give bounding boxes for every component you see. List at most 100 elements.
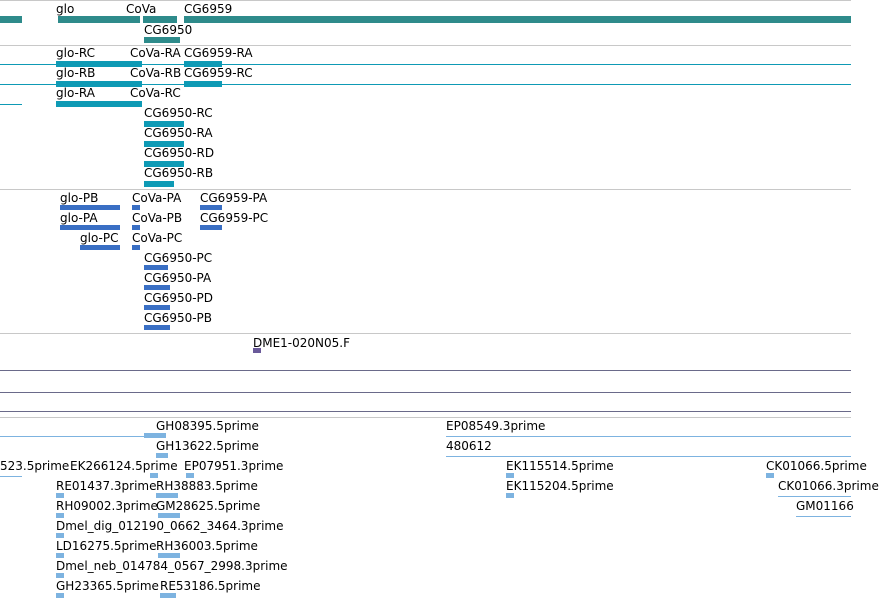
est-label[interactable]: EP07951.3prime <box>184 459 284 473</box>
est-glyph[interactable] <box>506 473 514 478</box>
est-label[interactable]: LD16275.5prime <box>56 539 157 553</box>
est-glyph[interactable] <box>506 493 514 498</box>
transcript-label-glo-rb[interactable]: glo-RB <box>56 66 96 80</box>
transcript-exon-cg6950-rc[interactable] <box>144 121 184 127</box>
transcript-label-cova-ra[interactable]: CoVa-RA <box>130 46 181 60</box>
est-line <box>446 456 851 457</box>
protein-glyph-cova-pc[interactable] <box>132 245 140 250</box>
est-glyph[interactable] <box>56 593 64 598</box>
protein-label-cg6950-pd[interactable]: CG6950-PD <box>144 291 214 305</box>
gene-glyph-cova[interactable] <box>143 16 177 23</box>
est-glyph[interactable] <box>156 453 168 458</box>
transcript-exon-cg6959-ra[interactable] <box>184 61 222 67</box>
protein-glyph-glo-pb[interactable] <box>60 205 120 210</box>
track-separator <box>0 417 851 418</box>
transcript-label-cg6950-rb[interactable]: CG6950-RB <box>144 166 214 180</box>
transcript-label-cova-rc[interactable]: CoVa-RC <box>130 86 181 100</box>
protein-glyph-glo-pc[interactable] <box>80 245 120 250</box>
protein-glyph-cg6959-pa[interactable] <box>200 205 222 210</box>
est-glyph[interactable] <box>150 473 158 478</box>
protein-glyph-cova-pb[interactable] <box>132 225 140 230</box>
est-label[interactable]: GM28625.5prime <box>156 499 261 513</box>
transcript-label-glo-ra[interactable]: glo-RA <box>56 86 95 100</box>
transcript-label-cg6959-ra[interactable]: CG6959-RA <box>184 46 253 60</box>
protein-glyph-cova-pa[interactable] <box>132 205 140 210</box>
est-label[interactable]: RH09002.3prime <box>56 499 158 513</box>
est-glyph[interactable] <box>56 533 64 538</box>
est-label[interactable]: GM01166 <box>796 499 854 513</box>
protein-label-cg6950-pa[interactable]: CG6950-PA <box>144 271 212 285</box>
est-glyph[interactable] <box>144 433 166 438</box>
clone-glyph[interactable] <box>253 348 261 353</box>
gene-label-cova[interactable]: CoVa <box>126 2 157 16</box>
transcript-exon-glo-rb[interactable] <box>56 81 142 87</box>
protein-label-cg6950-pc[interactable]: CG6950-PC <box>144 251 213 265</box>
track-separator-dark <box>0 411 851 412</box>
protein-glyph-cg6950-pd[interactable] <box>144 305 170 310</box>
protein-glyph-cg6950-pb[interactable] <box>144 325 170 330</box>
transcript-label-cg6950-ra[interactable]: CG6950-RA <box>144 126 213 140</box>
est-glyph[interactable] <box>56 553 64 558</box>
est-glyph[interactable] <box>56 493 64 498</box>
est-glyph[interactable] <box>158 513 180 518</box>
est-label[interactable]: EK115514.5prime <box>506 459 614 473</box>
protein-label-glo-pa[interactable]: glo-PA <box>60 211 98 225</box>
est-label[interactable]: RH38883.5prime <box>156 479 258 493</box>
transcript-exon-cg6950-ra[interactable] <box>144 141 184 147</box>
est-label[interactable]: GH08395.5prime <box>156 419 259 433</box>
gene-label-glo[interactable]: glo <box>56 2 75 16</box>
transcript-exon-glo-rc[interactable] <box>56 61 142 67</box>
gene-label-cg6959[interactable]: CG6959 <box>184 2 233 16</box>
est-label[interactable]: CK01066.3prime <box>778 479 879 493</box>
protein-label-cova-pa[interactable]: CoVa-PA <box>132 191 182 205</box>
protein-label-glo-pc[interactable]: glo-PC <box>80 231 119 245</box>
est-glyph[interactable] <box>766 473 774 478</box>
transcript-exon-cg6950-rd[interactable] <box>144 161 184 167</box>
gene-glyph-glo[interactable] <box>58 16 140 23</box>
transcript-label-cg6950-rd[interactable]: CG6950-RD <box>144 146 215 160</box>
est-label[interactable]: CK01066.5prime <box>766 459 867 473</box>
est-label[interactable]: RE53186.5prime <box>160 579 261 593</box>
protein-label-cova-pb[interactable]: CoVa-PB <box>132 211 183 225</box>
transcript-intron-line <box>0 84 851 85</box>
est-label[interactable]: EP08549.3prime <box>446 419 546 433</box>
gene-glyph-left[interactable] <box>0 16 22 23</box>
transcript-label-cg6950-rc[interactable]: CG6950-RC <box>144 106 213 120</box>
est-label[interactable]: Dmel_dig_012190_0662_3464.3prime <box>56 519 284 533</box>
protein-label-cg6959-pc[interactable]: CG6959-PC <box>200 211 269 225</box>
protein-label-cova-pc[interactable]: CoVa-PC <box>132 231 183 245</box>
est-glyph[interactable] <box>56 573 64 578</box>
transcript-label-glo-rc[interactable]: glo-RC <box>56 46 95 60</box>
protein-glyph-cg6950-pc[interactable] <box>144 265 168 270</box>
est-label[interactable]: EK266124.5prime <box>70 459 178 473</box>
transcript-exon-cg6950-rb[interactable] <box>144 181 174 187</box>
gene-glyph-cg6959[interactable] <box>184 16 851 23</box>
protein-glyph-cg6950-pa[interactable] <box>144 285 170 290</box>
protein-glyph-glo-pa[interactable] <box>60 225 120 230</box>
transcript-label-cova-rb[interactable]: CoVa-RB <box>130 66 182 80</box>
protein-label-glo-pb[interactable]: glo-PB <box>60 191 99 205</box>
est-label[interactable]: GH23365.5prime <box>56 579 159 593</box>
transcript-label-cg6959-rc[interactable]: CG6959-RC <box>184 66 253 80</box>
protein-label-cg6950-pb[interactable]: CG6950-PB <box>144 311 213 325</box>
est-glyph[interactable] <box>158 553 180 558</box>
gene-glyph-cg6950[interactable] <box>144 37 180 43</box>
est-label[interactable]: 523.5prime <box>0 459 70 473</box>
est-label[interactable]: RE01437.3prime <box>56 479 157 493</box>
est-label[interactable]: 480612 <box>446 439 492 453</box>
transcript-exon-glo-ra[interactable] <box>56 101 142 107</box>
est-glyph[interactable] <box>156 493 178 498</box>
est-glyph[interactable] <box>160 593 176 598</box>
gene-label-cg6950[interactable]: CG6950 <box>144 23 193 37</box>
est-glyph[interactable] <box>186 473 194 478</box>
est-line <box>796 516 851 517</box>
est-label[interactable]: RH36003.5prime <box>156 539 258 553</box>
est-glyph[interactable] <box>56 513 64 518</box>
protein-label-cg6959-pa[interactable]: CG6959-PA <box>200 191 268 205</box>
est-label[interactable]: Dmel_neb_014784_0567_2998.3prime <box>56 559 288 573</box>
transcript-exon-cg6959-rc[interactable] <box>184 81 222 87</box>
protein-glyph-cg6959-pc[interactable] <box>200 225 222 230</box>
est-label[interactable]: GH13622.5prime <box>156 439 259 453</box>
est-label[interactable]: EK115204.5prime <box>506 479 614 493</box>
clone-label[interactable]: DME1-020N05.F <box>253 336 351 350</box>
